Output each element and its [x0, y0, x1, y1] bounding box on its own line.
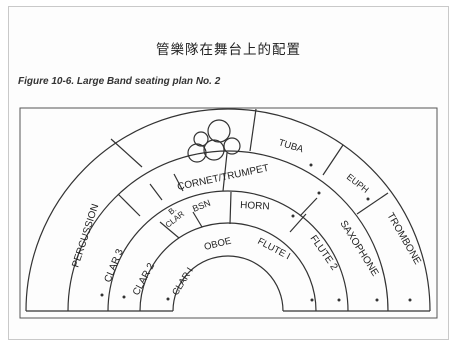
row-4-arc [67, 150, 389, 312]
tuba-label: TUBA [277, 137, 305, 155]
divider-bsn-bclar [173, 173, 184, 192]
stage-outline [19, 107, 438, 319]
drum-kit [187, 119, 241, 163]
row-2-arc [139, 222, 317, 312]
bassoon-label: BSN [191, 198, 212, 214]
divider-oboe-clar1 [192, 211, 203, 228]
saxophone-label: SAXOPHONE [337, 219, 380, 279]
drum-icon [207, 119, 231, 143]
seating-rows [25, 108, 431, 312]
drum-icon [187, 143, 207, 163]
row-inner-arc [172, 255, 284, 312]
clar1-label: CLAR I [170, 266, 196, 298]
drum-icon [203, 139, 225, 161]
flute1-label: FLUTE I [256, 236, 292, 262]
clar3-label: CLAR 3 [103, 247, 126, 284]
euph-label: EUPH [345, 172, 371, 195]
page-title: 管樂隊在舞台上的配置 [156, 42, 301, 58]
seat-dot [337, 298, 341, 302]
seat-dot [366, 197, 370, 201]
divider-flute1-oboe [229, 191, 232, 225]
drum-icon [193, 131, 209, 147]
seat-dot [310, 298, 314, 302]
percussion-label: PERCUSSION [70, 203, 101, 269]
seat-dot [408, 298, 412, 302]
seat-dot [100, 293, 104, 297]
row-3-arc [107, 190, 349, 312]
row-outer-arc [25, 108, 431, 312]
divider-horn-bsn [222, 152, 228, 192]
divider-sax [299, 197, 318, 217]
seat-dot [291, 214, 295, 218]
seat-dot [375, 298, 379, 302]
divider-clar1-bclar [159, 221, 180, 239]
horn-label: HORN [240, 200, 270, 213]
divider-clar3-cornet [117, 193, 141, 217]
oboe-label: OBOE [203, 236, 232, 253]
divider-bclar [149, 183, 163, 201]
divider-flute2-flute1 [289, 213, 307, 233]
divider-euph-trombone [356, 192, 389, 215]
seat-dot [309, 163, 313, 167]
drum-icon [223, 137, 241, 155]
clar2-label: CLAR 2 [131, 261, 157, 297]
bass-clarinet-label-line1: B. [167, 205, 179, 217]
figure-caption: Figure 10-6. Large Band seating plan No.… [18, 76, 221, 87]
divider-perc-cornet [110, 138, 143, 168]
seat-dot [317, 191, 321, 195]
divider-tuba-euph [322, 144, 344, 176]
section-dividers [110, 108, 389, 239]
divider-drums-tuba [249, 108, 257, 152]
seat-dot [166, 297, 170, 301]
seat-markers [100, 163, 412, 302]
seat-dot [122, 295, 126, 299]
